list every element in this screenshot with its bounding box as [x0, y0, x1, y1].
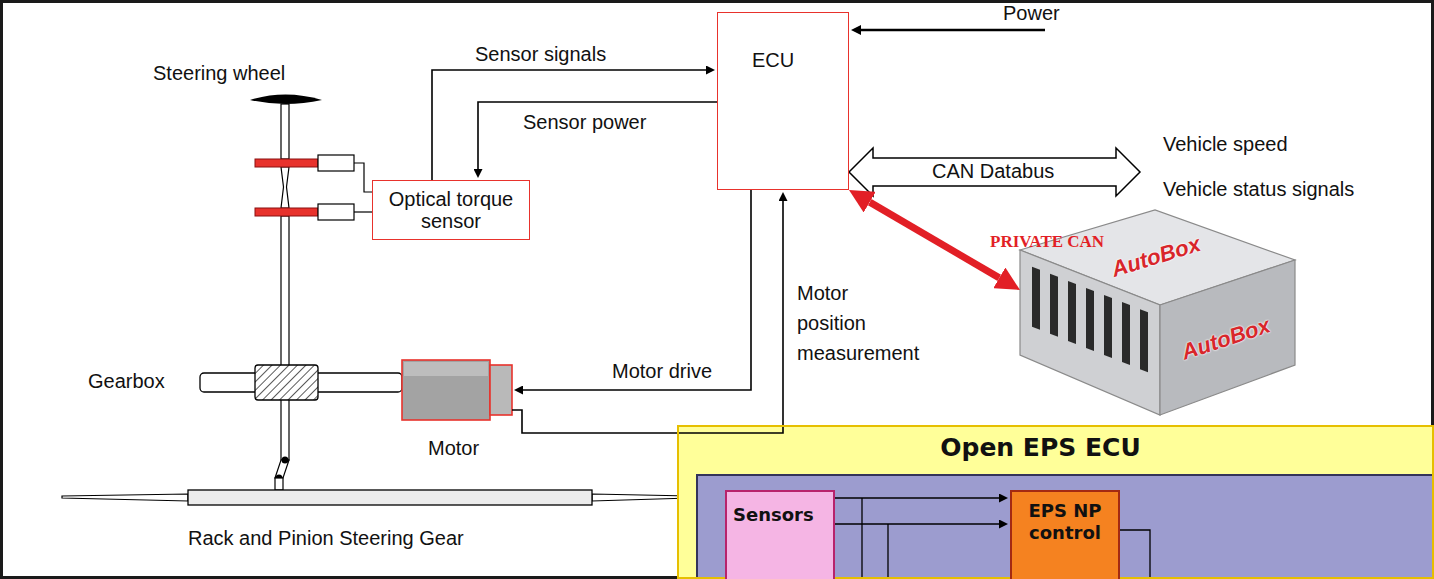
sensor-output-connector	[835, 523, 999, 524]
private-can-connector	[870, 202, 1000, 278]
open-ecu-panel: Open EPS ECU Sensors EPS NP control	[677, 425, 1434, 579]
control-output	[1120, 530, 1150, 579]
node-text: Motor	[428, 437, 479, 460]
power-connector	[478, 102, 717, 169]
gearbox	[200, 365, 402, 400]
rack-and-pinion	[62, 490, 690, 505]
autobox-vent	[1104, 295, 1112, 358]
power-line	[861, 29, 1045, 32]
node-text: ECU	[752, 49, 840, 72]
sensor-disc	[255, 208, 318, 216]
rack-housing	[188, 490, 592, 505]
sensor-disc	[255, 159, 318, 167]
can-databus-arrow	[849, 148, 1140, 196]
ecu-box: ECU	[717, 12, 849, 190]
signal-branch	[861, 498, 862, 579]
node-text: Open EPS ECU	[679, 433, 1402, 463]
autobox-vent	[1032, 267, 1040, 330]
part-label: Vehicle speed	[1163, 133, 1288, 156]
autobox-vent	[1122, 302, 1130, 365]
sensor-output-connector	[835, 497, 999, 498]
steering-wheel	[250, 95, 322, 105]
part-label: Rack and Pinion Steering Gear	[188, 527, 464, 550]
gearbox-body	[255, 365, 318, 400]
part-label: CAN Databus	[932, 160, 1054, 183]
drive-connector	[523, 190, 751, 390]
part-label: Gearbox	[88, 370, 165, 393]
optical-head	[318, 204, 354, 220]
part-label: Power	[1003, 2, 1060, 25]
position-connector	[512, 201, 783, 433]
signal-label: Motor position measurement	[797, 278, 919, 368]
node-text: AutoBox	[1109, 232, 1203, 281]
signal-branch	[887, 524, 888, 579]
node-text: EPS NP control	[1018, 500, 1112, 544]
upper-shaft	[281, 104, 289, 159]
tie-rod	[62, 494, 188, 501]
signal-label: Sensor power	[523, 111, 646, 134]
lower-shaft	[281, 216, 289, 460]
tie-rod	[592, 494, 690, 501]
motor-shade	[404, 362, 488, 376]
pinion-shaft	[275, 478, 283, 490]
optical-head-lead	[354, 163, 372, 192]
gearbox-body	[255, 365, 318, 400]
torsion-bar	[281, 167, 289, 208]
autobox-side	[1160, 260, 1295, 415]
part-label: Steering wheel	[153, 62, 285, 85]
torque-sensor-box: Optical torque sensor	[372, 180, 530, 240]
autobox-vent	[1050, 274, 1058, 337]
optical-head	[318, 155, 354, 171]
power-arrow	[861, 30, 1045, 31]
torque-sensor-discs	[255, 155, 372, 220]
part-label: Vehicle status signals	[1163, 178, 1354, 201]
autobox-front	[1020, 250, 1160, 415]
signal-label: PRIVATE CAN	[990, 232, 1104, 252]
motor-unit: Motor	[400, 355, 512, 463]
control-box: EPS NP control	[1010, 490, 1120, 579]
signal-connector	[432, 70, 706, 180]
autobox-vent	[1068, 281, 1076, 344]
node-text: Sensors	[733, 504, 827, 526]
joint	[282, 457, 289, 464]
optical-head-lead	[354, 211, 372, 212]
ecu-inner-block	[697, 475, 1434, 579]
node-text: AutoBox	[1179, 313, 1273, 363]
motor-body	[402, 360, 490, 420]
motor-cap	[490, 365, 512, 415]
node-text: Optical torque sensor	[379, 188, 523, 232]
autobox-vent	[1140, 309, 1148, 372]
connectors	[432, 70, 999, 524]
autobox-vent	[1086, 288, 1094, 351]
steering-column	[250, 95, 322, 491]
signal-label: Motor drive	[612, 360, 712, 383]
signal-label: Sensor signals	[475, 43, 606, 66]
motor-drawing	[402, 360, 512, 420]
sensors-box: Sensors	[725, 490, 835, 579]
